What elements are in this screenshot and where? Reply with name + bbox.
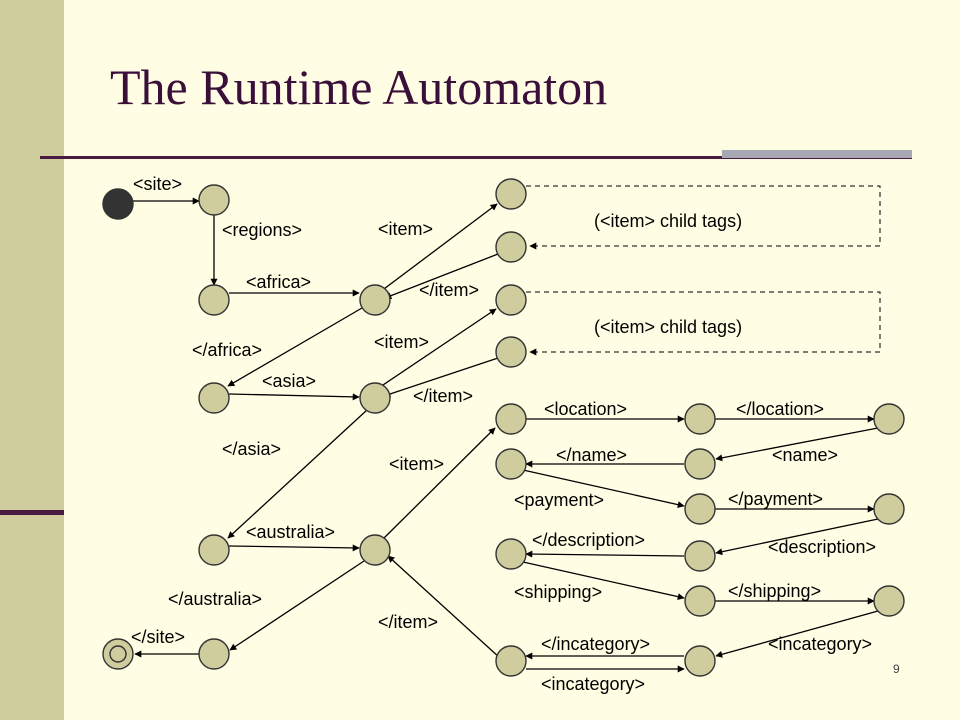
label-australia-close: </australia> — [168, 589, 262, 609]
title-underline — [40, 156, 912, 159]
start-state — [102, 188, 134, 220]
slide-title: The Runtime Automaton — [110, 59, 608, 115]
edge-africa-close — [227, 307, 363, 387]
sidebar-accent-line — [0, 510, 64, 515]
label-item-close-2: </item> — [413, 386, 473, 406]
state-payment-end — [873, 493, 905, 525]
state-item-3 — [495, 403, 527, 435]
state-item-1-end — [495, 231, 527, 263]
final-state — [102, 638, 134, 670]
label-australia-open: <australia> — [246, 522, 335, 542]
state-location — [684, 403, 716, 435]
edge-item-close-2 — [383, 357, 499, 398]
label-description-open: <description> — [768, 537, 876, 557]
label-shipping-close: </shipping> — [728, 581, 821, 601]
state-item-2 — [495, 284, 527, 316]
state-after-asia — [198, 534, 230, 566]
label-payment-close: </payment> — [728, 489, 823, 509]
final-state-inner — [109, 645, 127, 663]
edge-incategory-open — [715, 610, 879, 658]
label-item-open-3: <item> — [389, 454, 444, 474]
label-asia-open: <asia> — [262, 371, 316, 391]
edge-australia-close — [229, 560, 365, 651]
edge-payment-open — [522, 469, 685, 509]
label-item-close-1: </item> — [419, 280, 479, 300]
page-number: 9 — [893, 662, 900, 676]
state-incategory-end — [495, 645, 527, 677]
label-incategory-open-2: <incategory> — [541, 674, 645, 694]
label-description-close: </description> — [532, 530, 645, 550]
label-africa-open: <africa> — [246, 272, 311, 292]
edge-australia-open — [228, 544, 360, 552]
label-name-open: <name> — [772, 445, 838, 465]
state-name — [684, 448, 716, 480]
state-incategory — [684, 645, 716, 677]
state-description — [684, 540, 716, 572]
edge-name-open — [715, 427, 879, 462]
edge-description-close — [525, 550, 685, 558]
state-name-end — [495, 448, 527, 480]
label-incategory-open: <incategory> — [768, 634, 872, 654]
state-location-end — [873, 403, 905, 435]
state-asia — [359, 382, 391, 414]
state-regions — [198, 284, 230, 316]
state-africa — [359, 284, 391, 316]
left-sidebar-band — [0, 0, 64, 720]
label-payment-open: <payment> — [514, 490, 604, 510]
label-child-tags-2: (<item> child tags) — [594, 317, 742, 337]
title-accent-bar — [722, 150, 912, 158]
label-item-open-2: <item> — [374, 332, 429, 352]
state-shipping-end — [873, 585, 905, 617]
edge-item-open-3 — [383, 427, 496, 539]
label-site-open: <site> — [133, 174, 182, 194]
label-location-close: </location> — [736, 399, 824, 419]
state-description-end — [495, 538, 527, 570]
label-africa-close: </africa> — [192, 340, 262, 360]
child-tags-loop-2 — [526, 291, 881, 356]
state-australia — [359, 534, 391, 566]
label-regions-open: <regions> — [222, 220, 302, 240]
edge-asia-close — [227, 409, 368, 539]
edge-item-open-2 — [379, 308, 497, 388]
state-after-australia — [198, 638, 230, 670]
label-item-close-3: </item> — [378, 612, 438, 632]
edge-item-close-3 — [387, 555, 501, 659]
label-asia-close: </asia> — [222, 439, 281, 459]
state-payment — [684, 493, 716, 525]
child-tags-loop-1 — [526, 185, 881, 250]
edge-description-open — [715, 518, 879, 556]
label-site-close: </site> — [131, 627, 185, 647]
state-site — [198, 184, 230, 216]
label-item-open-1: <item> — [378, 219, 433, 239]
edge-asia-open — [228, 393, 360, 401]
edge-item-open-1 — [379, 203, 498, 293]
label-location-open: <location> — [544, 399, 627, 419]
state-item-1 — [495, 178, 527, 210]
edge-shipping-open — [522, 561, 685, 601]
state-after-africa — [198, 382, 230, 414]
label-incategory-close: </incategory> — [541, 634, 650, 654]
label-shipping-open: <shipping> — [514, 582, 602, 602]
label-child-tags-1: (<item> child tags) — [594, 211, 742, 231]
state-shipping — [684, 585, 716, 617]
state-item-2-end — [495, 336, 527, 368]
label-name-close: </name> — [556, 445, 627, 465]
edge-item-close-1 — [384, 253, 499, 299]
